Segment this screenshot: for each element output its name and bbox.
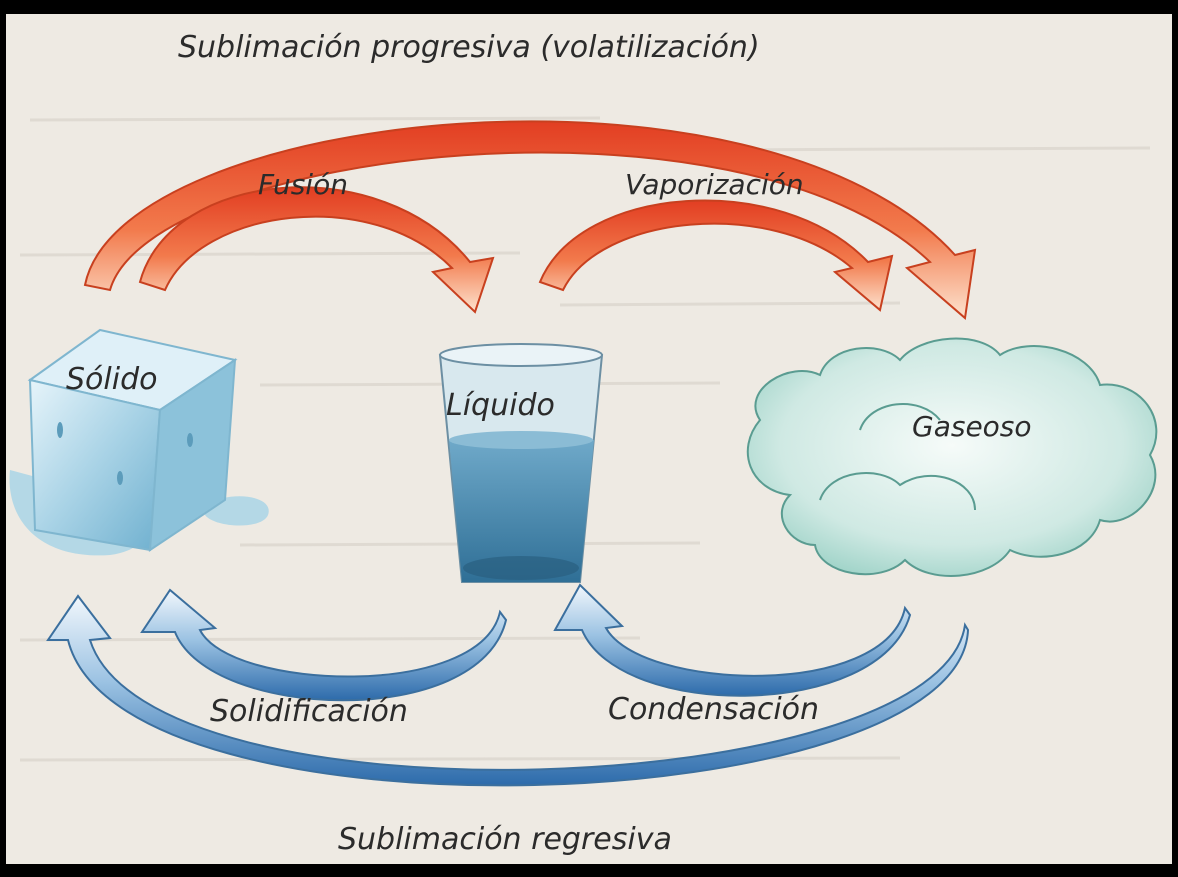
- sublimation-regressive-arrow: [46, 594, 970, 787]
- label-liquid: Líquido: [446, 388, 555, 423]
- condensation-arrow: [553, 583, 912, 697]
- label-condensation: Condensación: [608, 692, 820, 727]
- label-vaporization: Vaporización: [625, 168, 804, 201]
- label-solid: Sólido: [66, 362, 158, 397]
- frame-bottom: [0, 864, 1178, 877]
- label-fusion: Fusión: [258, 168, 348, 201]
- frame-left: [0, 0, 6, 877]
- sublimation-progressive-arrow: [83, 120, 977, 320]
- vaporization-arrow: [538, 199, 894, 312]
- solidification-arrow: [140, 588, 508, 702]
- cloud-illustration: [746, 337, 1158, 577]
- frame-top: [0, 0, 1178, 14]
- label-sublimation-regressive: Sublimación regresiva: [338, 822, 672, 857]
- label-solidification: Solidificación: [210, 694, 408, 729]
- label-sublimation-progressive: Sublimación progresiva (volatilización): [178, 30, 760, 65]
- fusion-arrow: [138, 186, 495, 314]
- label-gas: Gaseoso: [912, 410, 1032, 443]
- ice-cube-illustration: [9, 328, 269, 556]
- frame-right: [1172, 0, 1178, 877]
- glass-of-water-illustration: [438, 343, 604, 583]
